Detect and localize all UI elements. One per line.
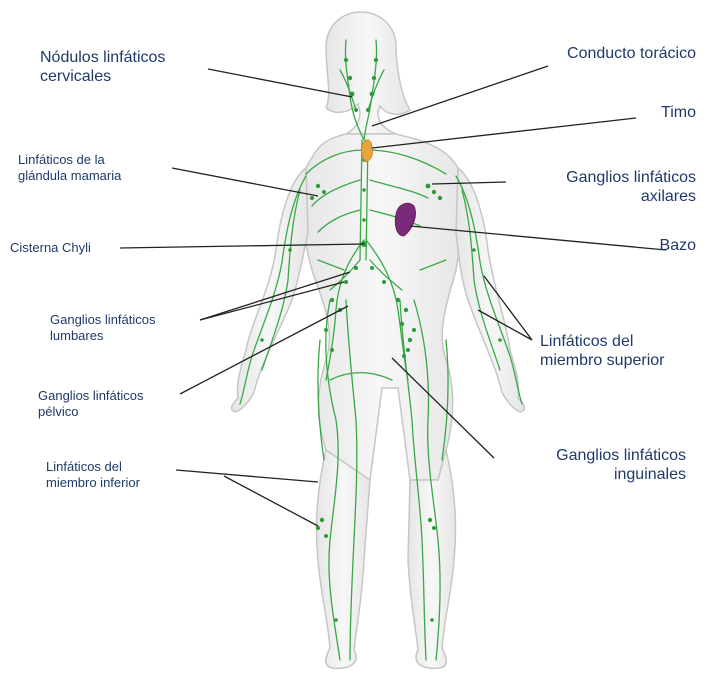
label-nodulos-cervicales: Nódulos linfáticos cervicales [40, 48, 165, 86]
label-ganglios-axilares: Ganglios linfáticos axilares [566, 168, 696, 206]
label-timo: Timo [661, 103, 696, 122]
torso [302, 134, 463, 480]
label-miembro-superior: Linfáticos del miembro superior [540, 332, 664, 370]
label-bazo: Bazo [660, 236, 696, 255]
right-leg [408, 450, 456, 668]
leader-timo [372, 118, 636, 148]
body-silhouette [232, 12, 525, 668]
label-conducto-toracico: Conducto torácico [567, 44, 696, 63]
label-ganglios-lumbares: Ganglios linfáticos lumbares [50, 312, 156, 343]
label-ganglios-inguinales: Ganglios linfáticos inguinales [556, 446, 686, 484]
label-miembro-inferior: Linfáticos del miembro inferior [46, 459, 140, 490]
label-ganglios-pelvico: Ganglios linfáticos pélvico [38, 388, 144, 419]
leader-miembro-inferior-main [176, 470, 318, 482]
label-cisterna-chyli: Cisterna Chyli [10, 240, 91, 256]
leader-miembro-inferior-branch [224, 476, 318, 526]
left-leg [316, 450, 370, 668]
right-arm [456, 168, 524, 412]
label-glandula-mamaria: Linfáticos de la glándula mamaria [18, 152, 121, 183]
